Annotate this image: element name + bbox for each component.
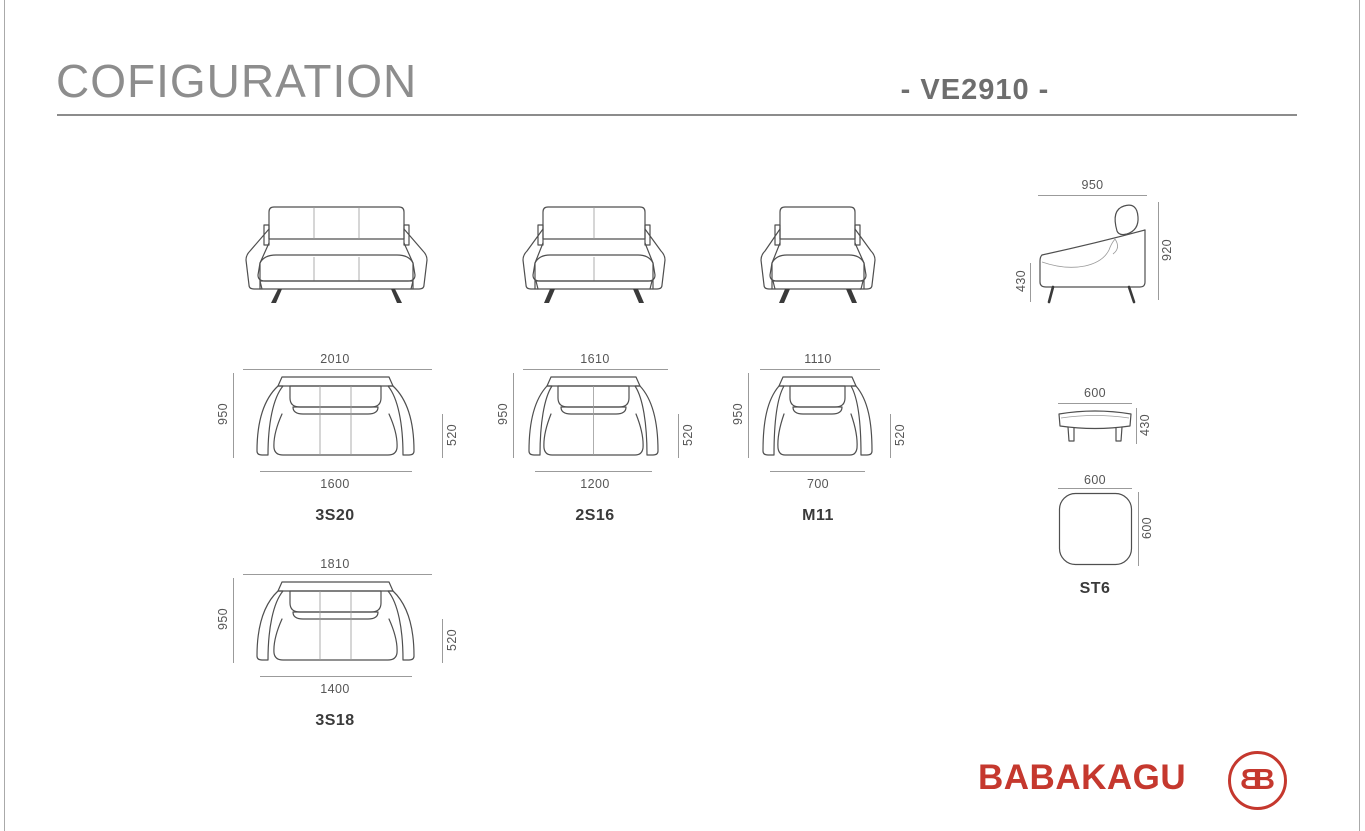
dimension-line — [1030, 263, 1031, 302]
dimension-line — [535, 471, 652, 472]
dimension-line — [748, 373, 749, 458]
dimension-line — [260, 471, 412, 472]
dim-bottom-value: 700 — [806, 477, 830, 491]
dimension-line — [890, 414, 891, 458]
dimension-line — [678, 414, 679, 458]
dim-right-value: 520 — [445, 628, 459, 652]
page-title: COFIGURATION — [56, 55, 418, 107]
dimension-line — [1158, 202, 1159, 300]
dimension-line — [243, 574, 432, 575]
dimension-line — [233, 578, 234, 663]
dim-left-value: 950 — [216, 607, 230, 631]
dim-right-value: 520 — [445, 423, 459, 447]
dim-left-value: 950 — [731, 402, 745, 426]
dimension-line — [1138, 492, 1139, 566]
dimension-line — [260, 676, 412, 677]
dimension-line — [513, 373, 514, 458]
dimension-line — [233, 373, 234, 458]
dim-right-value: 520 — [893, 423, 907, 447]
dim-bottom-value: 1200 — [580, 477, 610, 491]
dimension-line — [442, 414, 443, 458]
model-code: - VE2910 - — [900, 74, 1050, 106]
sofa-3seat-plan-drawing — [256, 581, 415, 661]
sofa-side-profile-drawing — [1039, 204, 1146, 304]
armchair-front-drawing — [760, 206, 876, 303]
logo-letter: B — [1254, 764, 1275, 796]
dim-top-value: 1810 — [320, 557, 350, 571]
module-code: ST6 — [1079, 580, 1111, 597]
dimension-line — [243, 369, 432, 370]
module-st6-group: 600 430 600 600 ST6 — [1014, 386, 1164, 600]
side-view-seat-height-value: 430 — [1014, 269, 1028, 293]
ottoman-plan-drawing — [1058, 492, 1133, 566]
module-3s18-group: 1810 950 520 1400 3S18 — [215, 557, 459, 737]
logo-letter-mirrored: B — [1240, 764, 1261, 796]
dimension-line — [1058, 488, 1132, 489]
sofa-3seat-front-drawing — [245, 206, 428, 303]
dim-top-value: 2010 — [320, 352, 350, 366]
dim-bottom-value: 1400 — [320, 682, 350, 696]
dimension-line — [1136, 408, 1137, 444]
dimension-line — [442, 619, 443, 663]
dim-right-value: 520 — [681, 423, 695, 447]
sofa-2seat-plan-drawing — [528, 376, 659, 456]
dimension-line — [1058, 403, 1132, 404]
dim-bottom-value: 1600 — [320, 477, 350, 491]
dim-left-value: 950 — [496, 402, 510, 426]
dim-top-value: 1110 — [804, 352, 832, 366]
module-m11-group: 1110 950 520 700 M11 — [730, 352, 910, 532]
module-code: 2S16 — [575, 507, 615, 524]
armchair-plan-drawing — [762, 376, 873, 456]
header-rule — [57, 114, 1297, 116]
dim-left-value: 950 — [216, 402, 230, 426]
page-border-right — [1359, 0, 1360, 831]
side-view-width-value: 950 — [1081, 178, 1104, 192]
dim-top-value: 1610 — [580, 352, 610, 366]
st6-side-height-value: 430 — [1138, 413, 1152, 437]
side-view-back-height-value: 920 — [1160, 238, 1174, 262]
module-3s20-group: 2010 950 520 1600 3S20 — [215, 352, 459, 532]
st6-side-width-value: 600 — [1083, 386, 1107, 400]
st6-top-depth-value: 600 — [1140, 516, 1154, 540]
dimension-line — [523, 369, 668, 370]
module-code: M11 — [802, 507, 834, 524]
brand-logo-icon: B B — [1228, 751, 1287, 810]
side-view-group: 950 920 430 — [1014, 178, 1180, 310]
page-border-left — [4, 0, 5, 831]
sofa-2seat-front-drawing — [522, 206, 666, 303]
module-code: 3S20 — [315, 507, 355, 524]
ottoman-side-drawing — [1058, 410, 1132, 442]
module-code: 3S18 — [315, 712, 355, 729]
dimension-line — [760, 369, 880, 370]
module-2s16-group: 1610 950 520 1200 2S16 — [495, 352, 695, 532]
dimension-line — [770, 471, 865, 472]
dimension-line — [1038, 195, 1147, 196]
st6-top-width-value: 600 — [1083, 473, 1107, 487]
sofa-3seat-plan-drawing — [256, 376, 415, 456]
brand-name: BABAKAGU — [978, 758, 1187, 797]
